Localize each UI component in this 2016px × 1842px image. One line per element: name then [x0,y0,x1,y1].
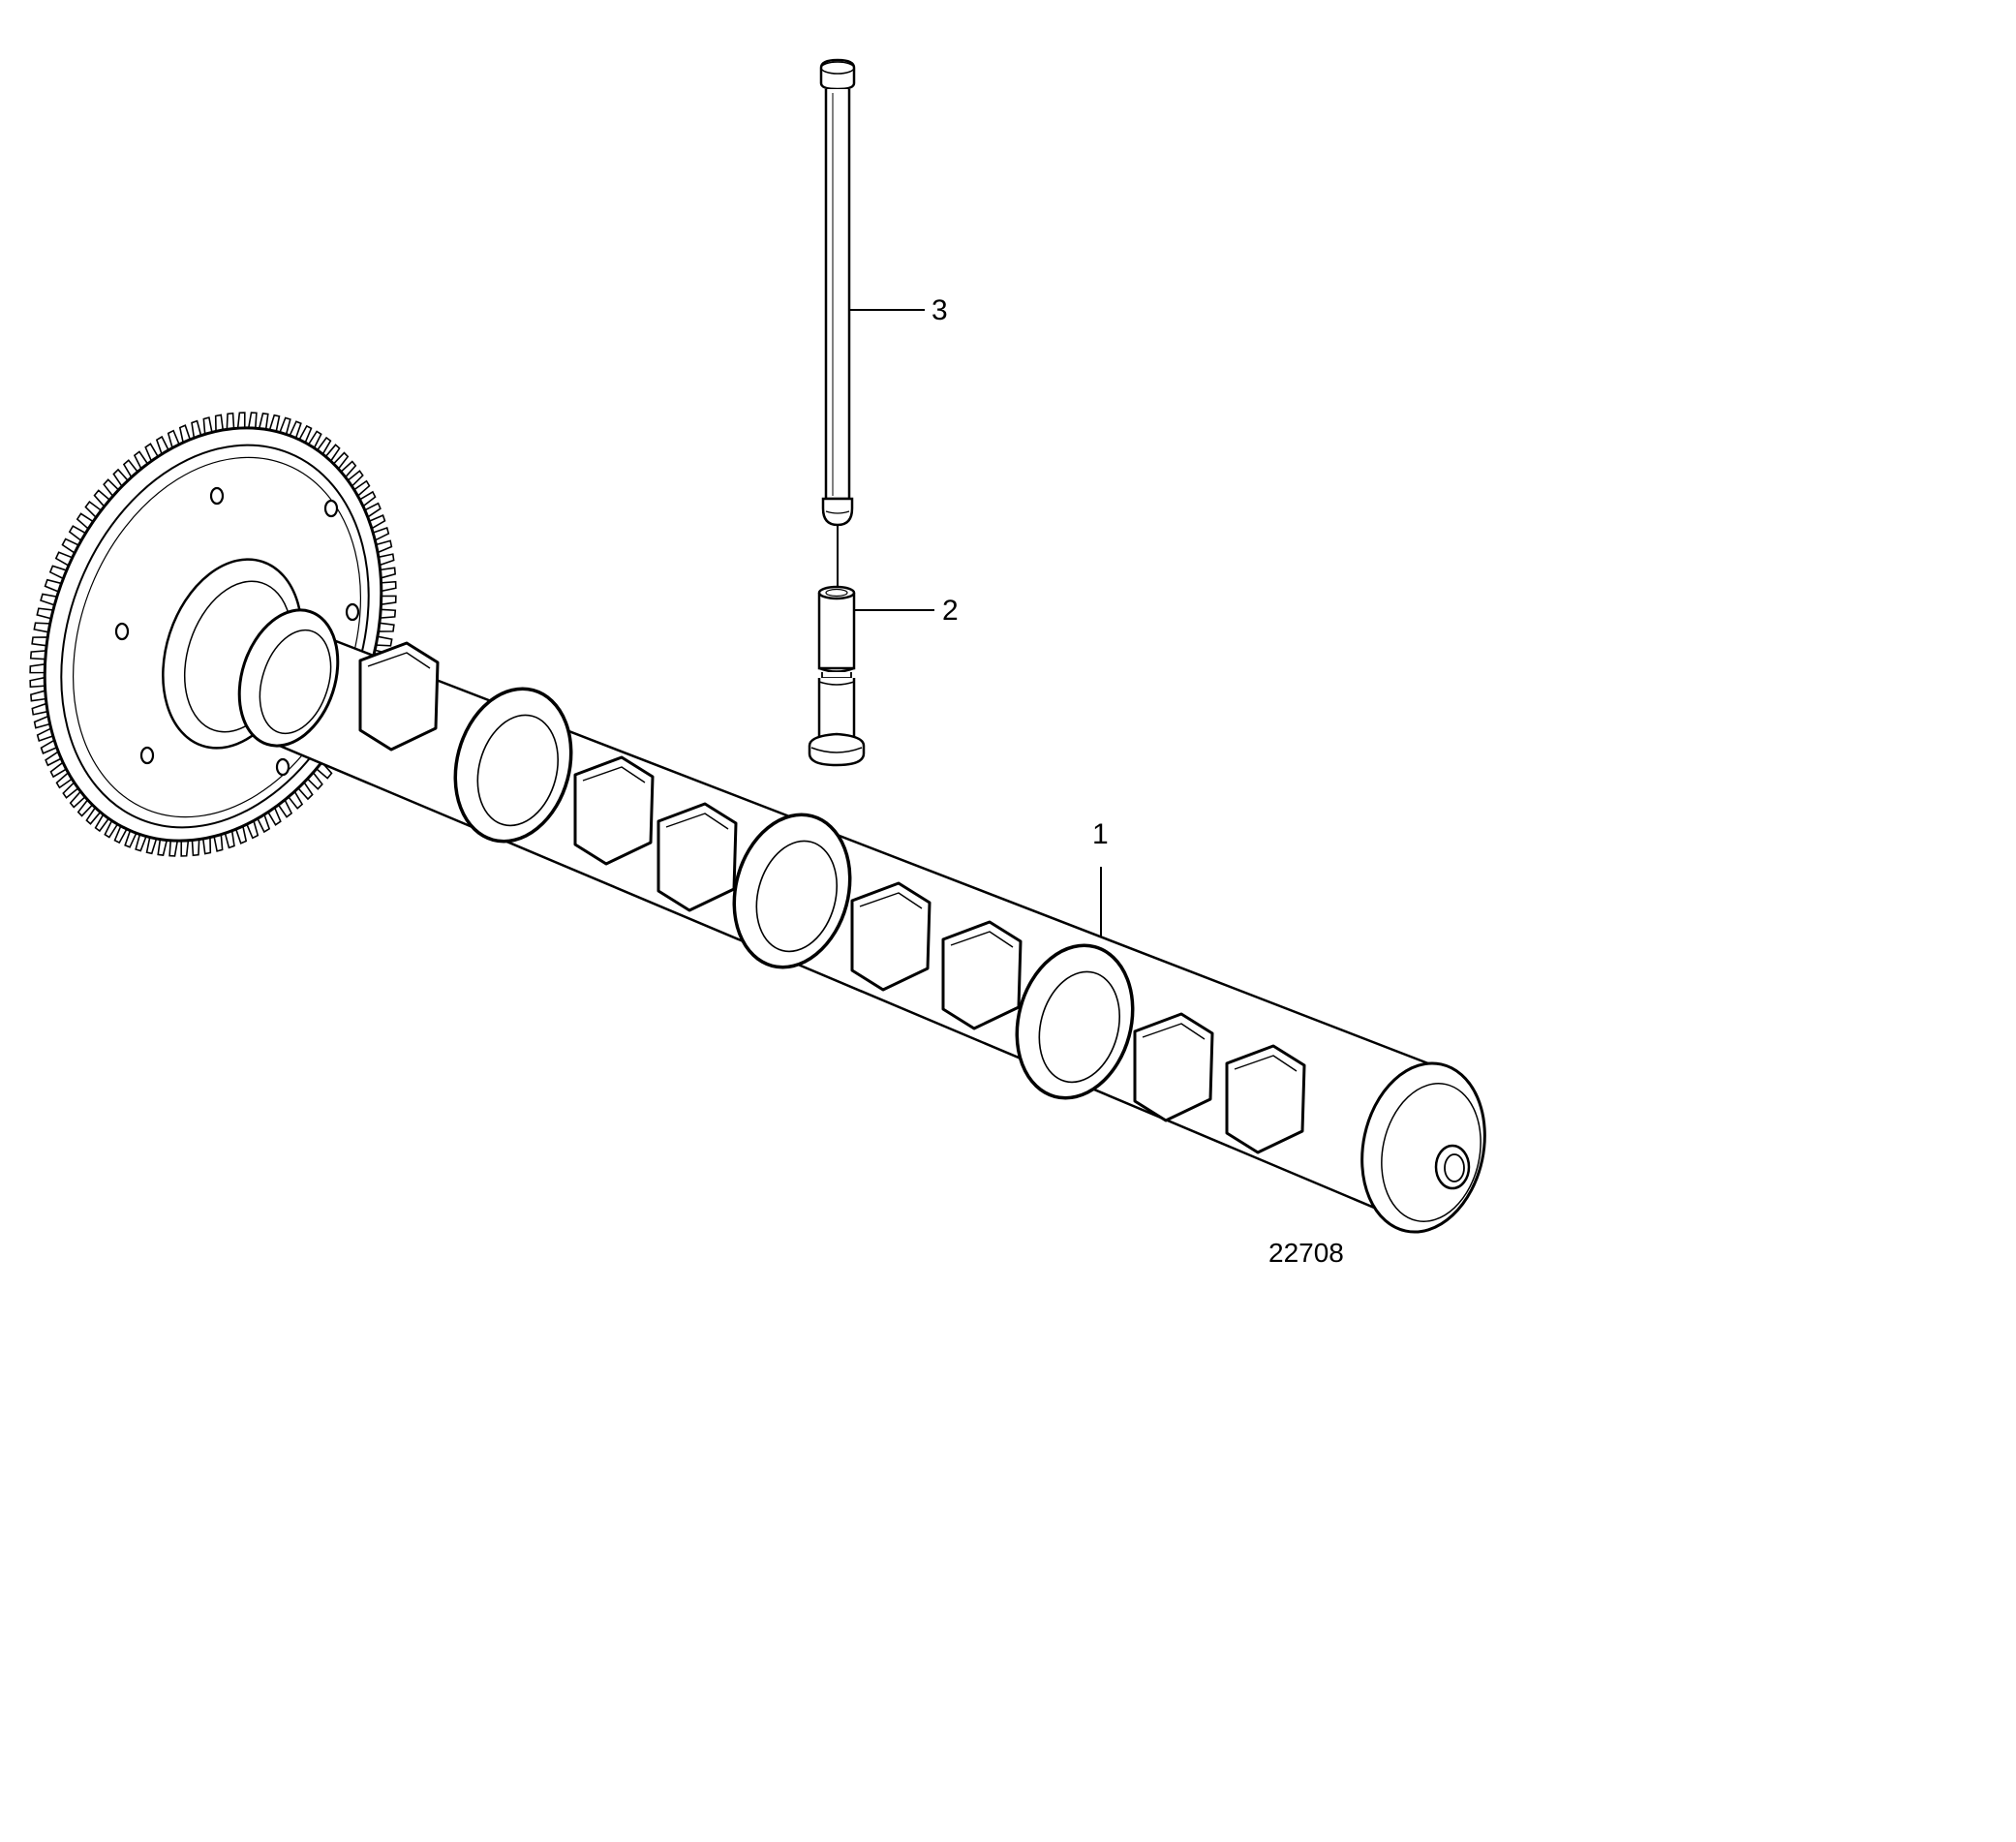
journal-inner-edge [1038,970,1121,1084]
cam-lobe [1225,1044,1306,1154]
push-rod [819,58,856,527]
gear-tooth [236,412,246,430]
gear-tooth [226,412,235,431]
gear-tooth [180,839,190,857]
cam-lobe [358,641,440,752]
camshaft-assembly-drawing [29,58,1486,1234]
cam-lobe-edge [582,766,646,783]
gear-tooth [157,838,168,856]
cam-lobe-edge [1234,1055,1298,1072]
cam-gear [29,412,397,857]
cam-lobe [941,920,1023,1030]
cam-lobe [1133,1012,1214,1122]
cam-lobe [573,755,655,866]
exploded-parts-diagram: 3 2 1 22708 [29,58,1486,1268]
gear-tooth [247,412,258,430]
bearing-journal [732,813,852,969]
journal-inner-edge [476,714,560,827]
gear-tooth [168,839,179,857]
callout-number-2: 2 [942,595,959,627]
cam-lobe-edge [1142,1023,1206,1040]
valve-tappet [808,585,866,767]
cam-lobe-edge [950,931,1014,948]
cam-lobe-edge [367,652,431,669]
bearing-journal [453,687,573,844]
cam-lobe-edge [665,813,729,830]
figure-reference-number: 22708 [1268,1238,1344,1268]
cam-lobe-edge [859,892,923,909]
camshaft [237,608,1486,1234]
gear-tooth [258,413,269,431]
cam-lobe [850,881,932,992]
gear-tooth [191,838,200,857]
journal-inner-edge [755,840,839,953]
cam-lobes [358,641,1306,1154]
cam-lobe [657,802,738,912]
callout-number-1: 1 [1092,818,1109,850]
gear-bolt-holes [114,486,360,777]
bearing-journal [1015,943,1135,1100]
callout-number-3: 3 [932,294,948,326]
